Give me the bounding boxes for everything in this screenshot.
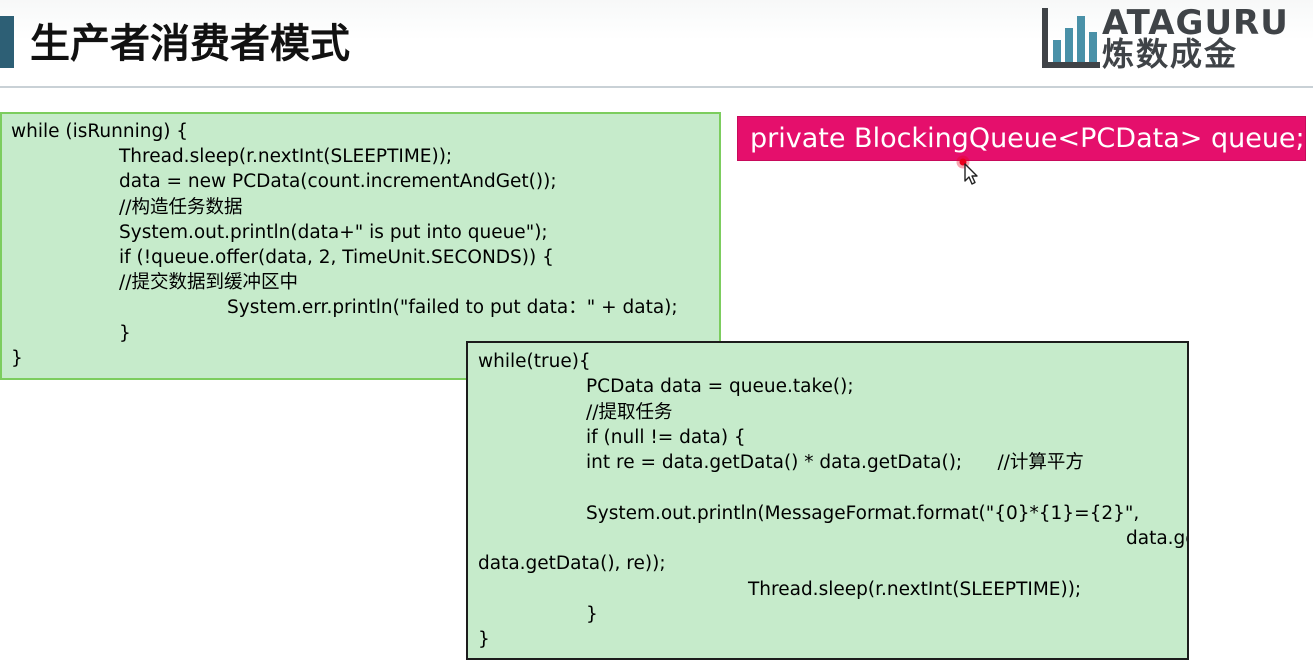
code-line: }: [11, 347, 23, 369]
consumer-code-block: while(true){ PCData data = queue.take();…: [466, 341, 1189, 660]
code-comment-line: //提取任务: [478, 401, 673, 423]
code-line: }: [11, 322, 131, 344]
code-line: data.getData(), re));: [478, 553, 666, 575]
queue-declaration-banner: private BlockingQueue<PCData> queue;: [737, 116, 1306, 161]
code-line: data = new PCData(count.incrementAndGet(…: [11, 171, 557, 193]
mouse-pointer-icon: [956, 155, 978, 185]
code-line: data.getData(),: [1126, 528, 1187, 550]
code-line: System.out.println(data+" is put into qu…: [11, 221, 548, 243]
code-line: Thread.sleep(r.nextInt(SLEEPTIME));: [478, 578, 1082, 600]
code-comment-line: //提交数据到缓冲区中: [11, 272, 298, 294]
producer-code-block: while (isRunning) { Thread.sleep(r.nextI…: [0, 112, 721, 380]
code-line: while (isRunning) {: [11, 121, 189, 142]
code-comment-line: //构造任务数据: [11, 196, 243, 218]
slide-title: 生产者消费者模式: [30, 21, 350, 67]
title-accent-bar: [0, 16, 14, 68]
code-line: int re = data.getData() * data.getData()…: [478, 452, 1084, 474]
code-line: if (!queue.offer(data, 2, TimeUnit.SECON…: [11, 246, 554, 268]
bar-chart-logo-icon: [1042, 8, 1100, 68]
code-line: }: [478, 603, 598, 625]
logo-text-en: ATAGURU: [1102, 3, 1289, 43]
ataguru-logo: ATAGURU 炼数成金: [1040, 4, 1302, 74]
code-blank-line: [478, 475, 1187, 500]
code-line: System.out.println(MessageFormat.format(…: [478, 502, 1140, 524]
code-line: if (null != data) {: [478, 426, 746, 448]
title-divider: [0, 86, 1313, 88]
code-line: }: [478, 629, 490, 651]
code-line: System.err.println("failed to put data："…: [11, 297, 678, 319]
logo-text-cn: 炼数成金: [1102, 35, 1239, 73]
code-line: PCData data = queue.take();: [478, 376, 854, 398]
code-line: Thread.sleep(r.nextInt(SLEEPTIME));: [11, 146, 453, 168]
code-line: while(true){: [478, 351, 591, 372]
